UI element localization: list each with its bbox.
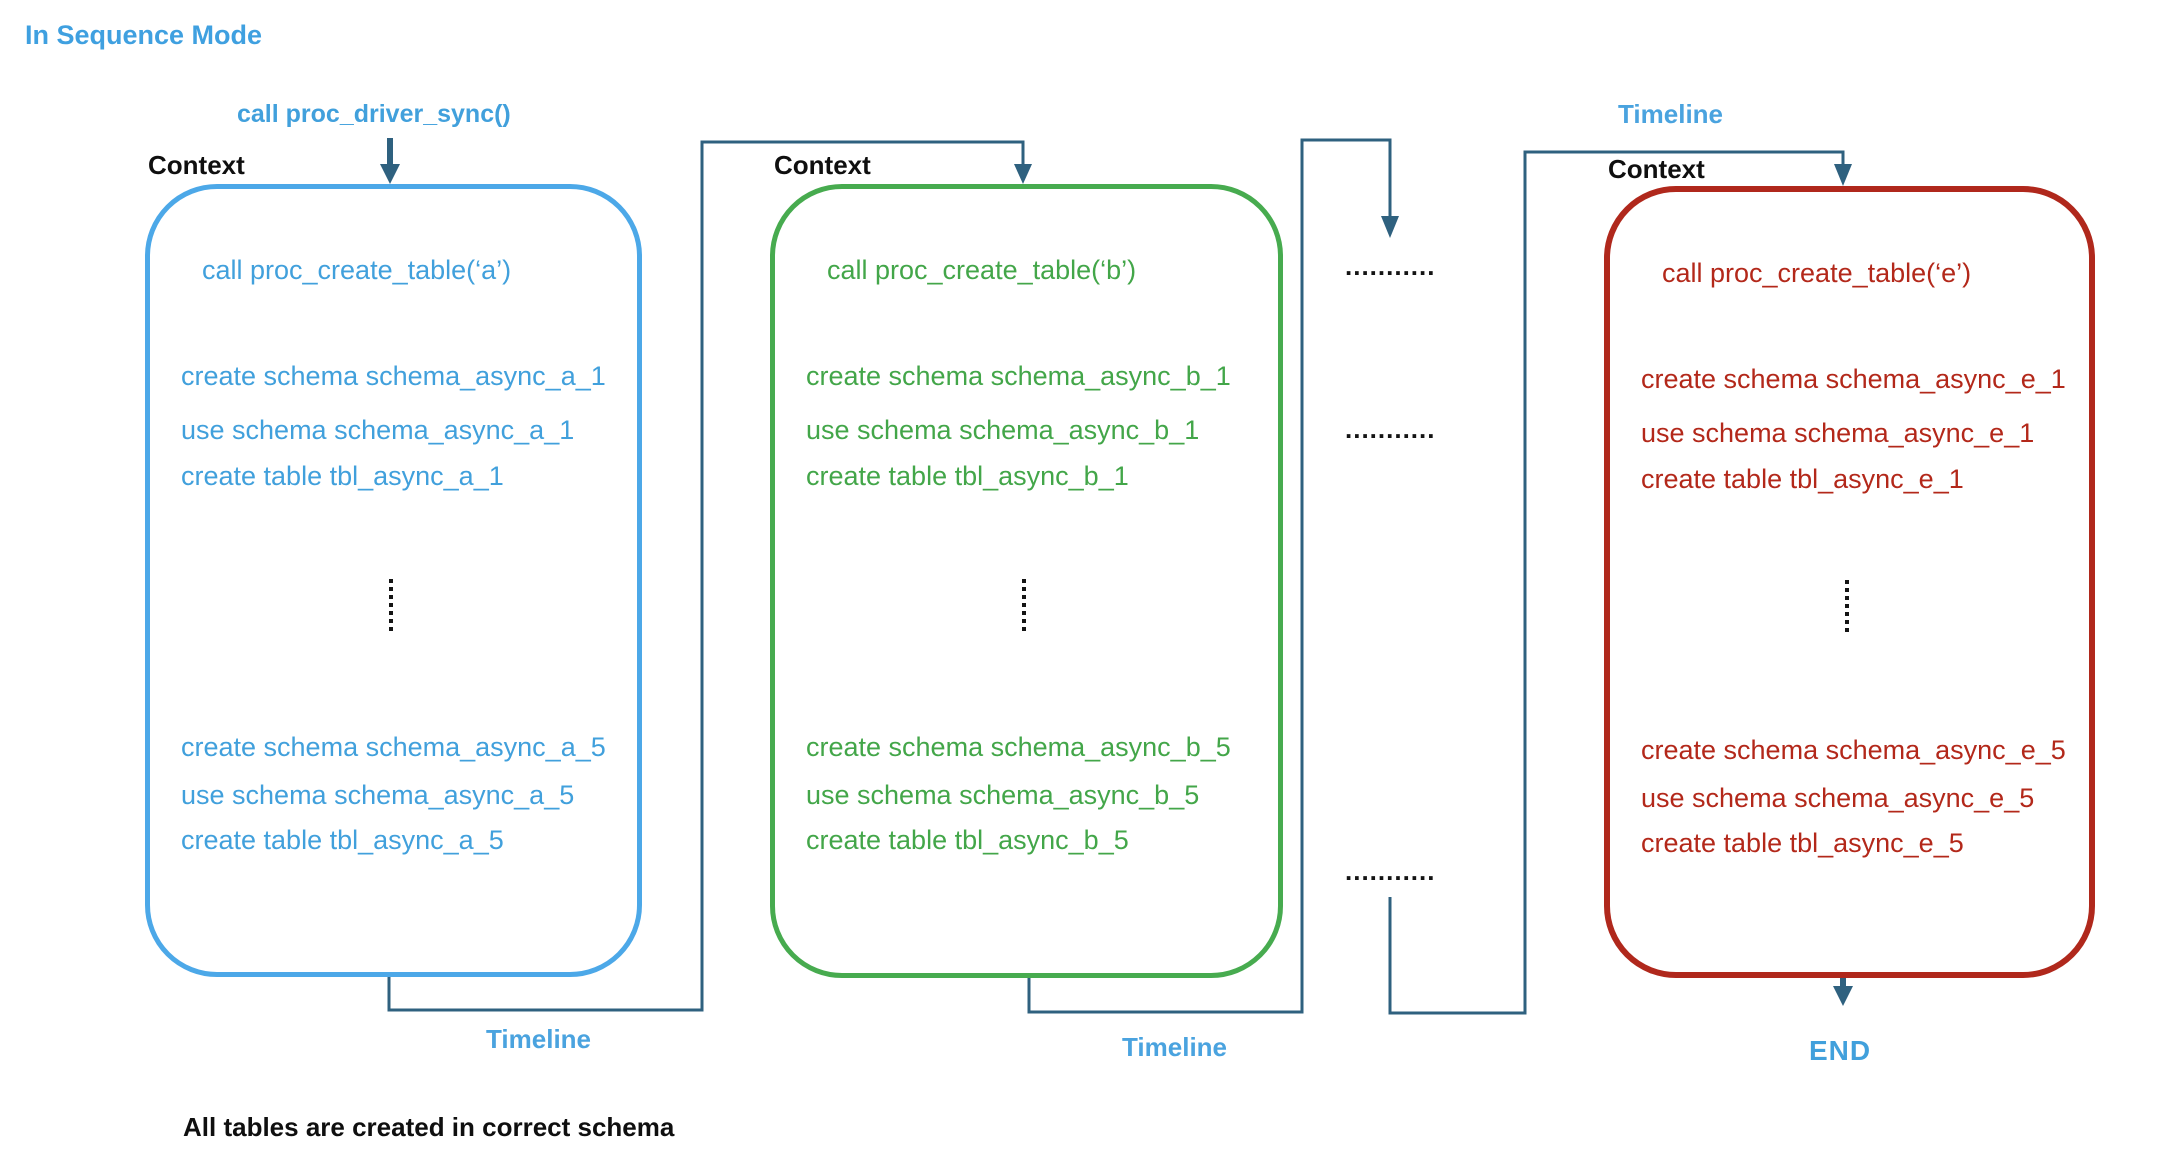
sql-statement: create schema schema_async_b_1 — [806, 361, 1231, 391]
proc-create-table-call: call proc_create_table(‘b’) — [827, 255, 1137, 285]
sql-statement: use schema schema_async_a_5 — [181, 780, 575, 810]
page-title: In Sequence Mode — [25, 20, 263, 50]
context-box-b: call proc_create_table(‘b’) create schem… — [770, 184, 1283, 978]
sql-statement: use schema schema_async_a_1 — [181, 415, 575, 445]
sql-statement: create table tbl_async_b_1 — [806, 461, 1129, 491]
sql-statement: create schema schema_async_b_5 — [806, 732, 1231, 762]
sql-statement: create table tbl_async_a_5 — [181, 825, 504, 855]
end-label: END — [1809, 1035, 1872, 1066]
horizontal-ellipsis: ........... — [1345, 856, 1436, 886]
vertical-ellipsis — [1022, 579, 1026, 635]
footnote: All tables are created in correct schema — [183, 1112, 675, 1142]
timeline-label-1: Timeline — [486, 1024, 592, 1054]
proc-create-table-call: call proc_create_table(‘a’) — [202, 255, 512, 285]
vertical-ellipsis — [389, 579, 393, 635]
sql-statement: create schema schema_async_e_1 — [1641, 364, 2066, 394]
sql-statement: use schema schema_async_b_1 — [806, 415, 1200, 445]
context-box-a: call proc_create_table(‘a’) create schem… — [145, 184, 642, 977]
sql-statement: create table tbl_async_b_5 — [806, 825, 1129, 855]
vertical-ellipsis — [1845, 580, 1849, 636]
sql-statement: use schema schema_async_b_5 — [806, 780, 1200, 810]
sql-statement: create table tbl_async_e_5 — [1641, 828, 1964, 858]
sql-statement: create schema schema_async_a_1 — [181, 361, 606, 391]
driver-arrow — [380, 138, 400, 184]
driver-call-label: call proc_driver_sync() — [237, 100, 511, 128]
timeline-label-3: Timeline — [1618, 99, 1724, 129]
sql-statement: use schema schema_async_e_1 — [1641, 418, 2035, 448]
sql-statement: create schema schema_async_e_5 — [1641, 735, 2066, 765]
context-box-e: call proc_create_table(‘e’) create schem… — [1604, 186, 2095, 978]
horizontal-ellipsis: ........... — [1345, 251, 1436, 281]
context-label-e: Context — [1608, 154, 1705, 184]
context-label-a: Context — [148, 150, 245, 180]
sql-statement: create table tbl_async_a_1 — [181, 461, 504, 491]
timeline-label-2: Timeline — [1122, 1032, 1228, 1062]
proc-create-table-call: call proc_create_table(‘e’) — [1662, 258, 1972, 288]
sql-statement: create schema schema_async_a_5 — [181, 732, 606, 762]
horizontal-ellipsis: ........... — [1345, 414, 1436, 444]
sql-statement: create table tbl_async_e_1 — [1641, 464, 1964, 494]
sql-statement: use schema schema_async_e_5 — [1641, 783, 2035, 813]
context-label-b: Context — [774, 150, 871, 180]
